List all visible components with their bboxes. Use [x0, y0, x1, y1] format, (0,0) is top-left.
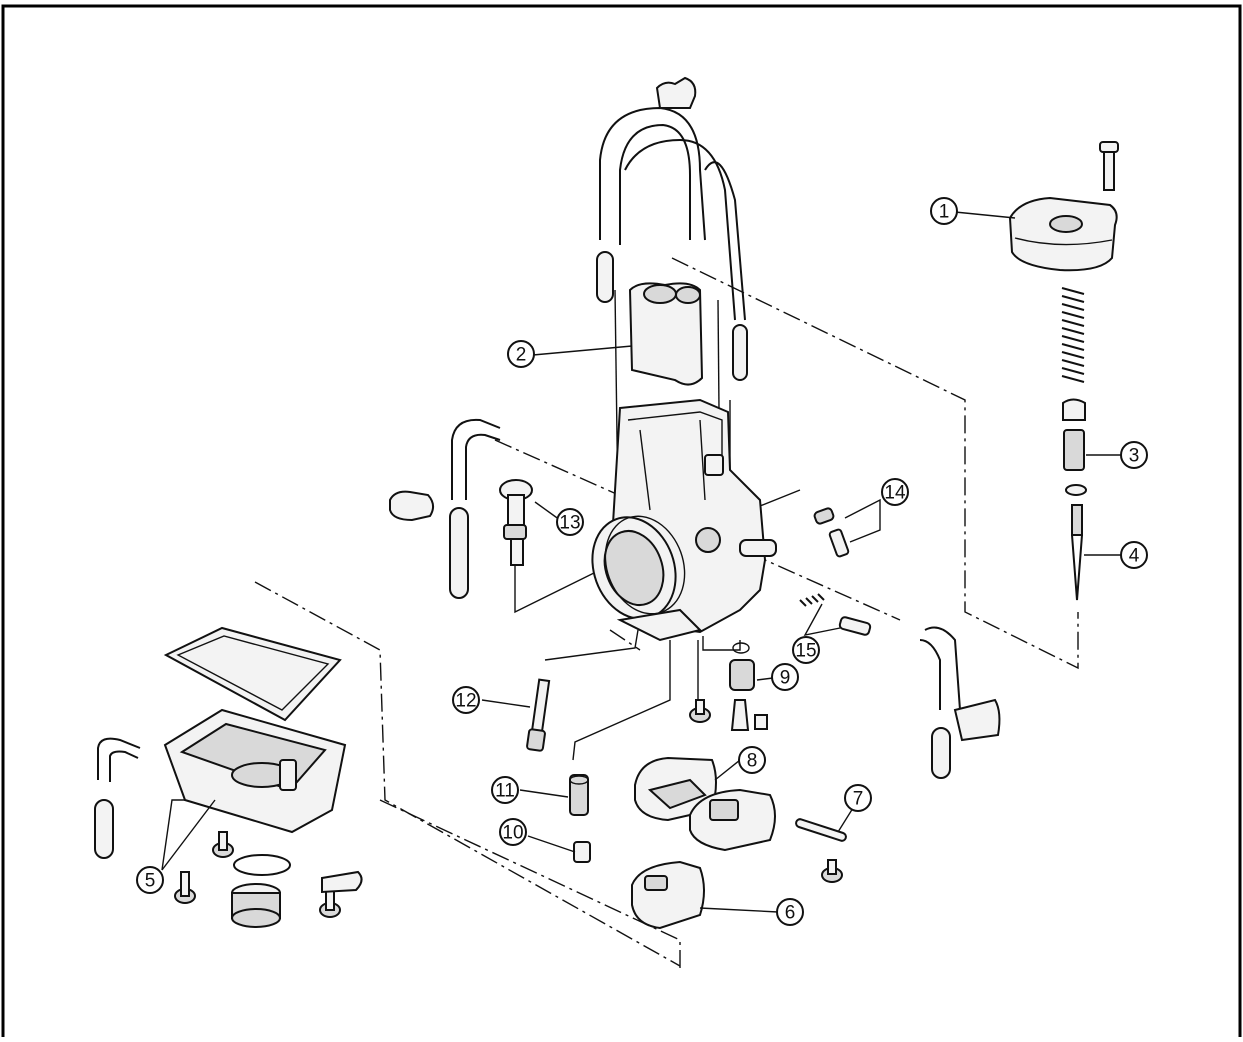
callout-14-label: 14: [884, 483, 906, 504]
callout-5-label: 5: [145, 871, 156, 892]
leader-lines: [161, 211, 1122, 913]
callout-8: 8: [738, 746, 766, 774]
callout-2: 2: [507, 340, 535, 368]
chamber-fittings: [174, 831, 363, 928]
callout-11: 11: [491, 776, 519, 804]
starter-plunger: [499, 479, 533, 566]
chamber-hose: [94, 737, 141, 859]
small-screws: [689, 699, 843, 883]
callout-9: 9: [771, 663, 799, 691]
callout-7: 7: [844, 784, 872, 812]
callout-10: 10: [499, 818, 527, 846]
callout-3: 3: [1120, 441, 1148, 469]
top-cap: [1008, 141, 1119, 272]
callout-9-label: 9: [780, 668, 791, 689]
callout-12-label: 12: [455, 691, 476, 712]
callout-1: 1: [930, 197, 958, 225]
callout-10-label: 10: [502, 823, 523, 844]
bowl-plug-6: [631, 860, 705, 930]
carburetor-body: [591, 398, 777, 642]
spring: [1061, 287, 1085, 383]
jets: [569, 774, 591, 863]
callout-8-label: 8: [747, 751, 758, 772]
callout-4: 4: [1120, 541, 1148, 569]
callout-15: 15: [792, 636, 820, 664]
callout-4-label: 4: [1129, 546, 1140, 567]
jet-needle: [1071, 504, 1083, 601]
needle-holder: [1062, 398, 1087, 496]
pilot-screw-15: [799, 593, 872, 636]
throttle-valve: [628, 282, 704, 386]
float-chamber-5: [163, 626, 347, 834]
callout-13-label: 13: [559, 513, 580, 534]
callout-14: 14: [881, 478, 909, 506]
diagram-frame: [1, 4, 1242, 1042]
callout-3-label: 3: [1129, 446, 1140, 467]
callout-5: 5: [136, 866, 164, 894]
callout-1-label: 1: [939, 202, 950, 223]
float-valve: [729, 642, 768, 731]
callout-12: 12: [452, 686, 480, 714]
adjust-screws-14: [813, 507, 850, 558]
float: [634, 756, 776, 852]
right-hose: [919, 626, 1001, 779]
callout-7-label: 7: [853, 789, 864, 810]
callout-11-label: 11: [495, 781, 515, 802]
callout-2-label: 2: [516, 345, 527, 366]
callout-6-label: 6: [785, 903, 796, 924]
left-hose: [389, 418, 501, 599]
callout-13: 13: [556, 508, 584, 536]
vent-hoses-top: [596, 76, 748, 381]
callout-15-label: 15: [795, 641, 816, 662]
callout-6: 6: [776, 898, 804, 926]
float-pin: [795, 818, 847, 842]
throttle-stop-12: [526, 678, 551, 752]
